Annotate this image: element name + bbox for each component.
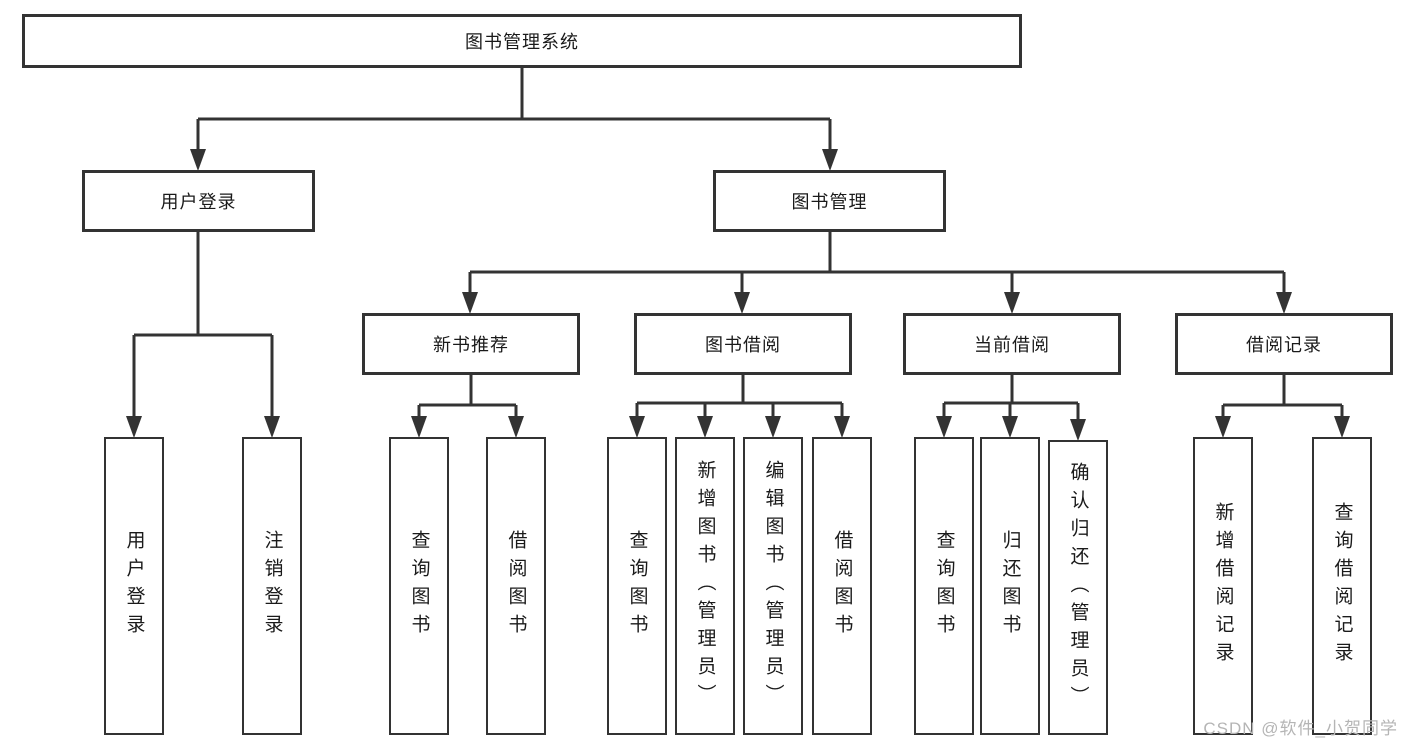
- node-label: 当前借阅: [974, 335, 1050, 355]
- leaf-user-login: 用户登录: [104, 437, 164, 735]
- leaf-edit-book-admin: 编辑图书（管理员）: [743, 437, 803, 735]
- node-label: 借阅图书: [505, 530, 527, 642]
- leaf-query-books-borrow: 查询图书: [607, 437, 667, 735]
- leaf-borrow-books: 借阅图书: [812, 437, 872, 735]
- leaf-borrow-books-recommend: 借阅图书: [486, 437, 546, 735]
- node-label: 查询图书: [408, 530, 430, 642]
- leaf-query-borrow-record: 查询借阅记录: [1312, 437, 1372, 735]
- node-label: 借阅图书: [831, 530, 853, 642]
- node-label: 新增图书（管理员）: [694, 460, 716, 712]
- node-label: 注销登录: [261, 530, 283, 642]
- node-label: 归还图书: [999, 530, 1021, 642]
- node-label: 新书推荐: [433, 335, 509, 355]
- node-label: 新增借阅记录: [1212, 502, 1234, 670]
- node-borrow-records: 借阅记录: [1175, 313, 1393, 375]
- node-label: 图书借阅: [705, 335, 781, 355]
- leaf-confirm-return-admin: 确认归还（管理员）: [1048, 440, 1108, 735]
- node-new-book-recommend: 新书推荐: [362, 313, 580, 375]
- leaf-add-book-admin: 新增图书（管理员）: [675, 437, 735, 735]
- node-label: 图书管理系统: [465, 32, 579, 52]
- leaf-query-books-recommend: 查询图书: [389, 437, 449, 735]
- node-label: 图书管理: [791, 192, 868, 212]
- node-user-login: 用户登录: [82, 170, 315, 232]
- leaf-logout: 注销登录: [242, 437, 302, 735]
- leaf-add-borrow-record: 新增借阅记录: [1193, 437, 1253, 735]
- node-label: 借阅记录: [1246, 335, 1322, 355]
- node-root: 图书管理系统: [22, 14, 1022, 68]
- node-label: 查询图书: [933, 530, 955, 642]
- node-label: 用户登录: [123, 530, 145, 642]
- node-current-borrow: 当前借阅: [903, 313, 1121, 375]
- leaf-return-book: 归还图书: [980, 437, 1040, 735]
- node-book-borrow: 图书借阅: [634, 313, 852, 375]
- node-label: 查询图书: [626, 530, 648, 642]
- node-book-management: 图书管理: [713, 170, 946, 232]
- node-label: 确认归还（管理员）: [1067, 461, 1089, 714]
- connector-path: [132, 68, 1344, 434]
- node-label: 查询借阅记录: [1331, 502, 1353, 670]
- leaf-query-books-current: 查询图书: [914, 437, 974, 735]
- node-label: 编辑图书（管理员）: [762, 460, 784, 712]
- watermark: CSDN @软件_小贺同学: [1203, 719, 1398, 738]
- node-label: 用户登录: [160, 192, 237, 212]
